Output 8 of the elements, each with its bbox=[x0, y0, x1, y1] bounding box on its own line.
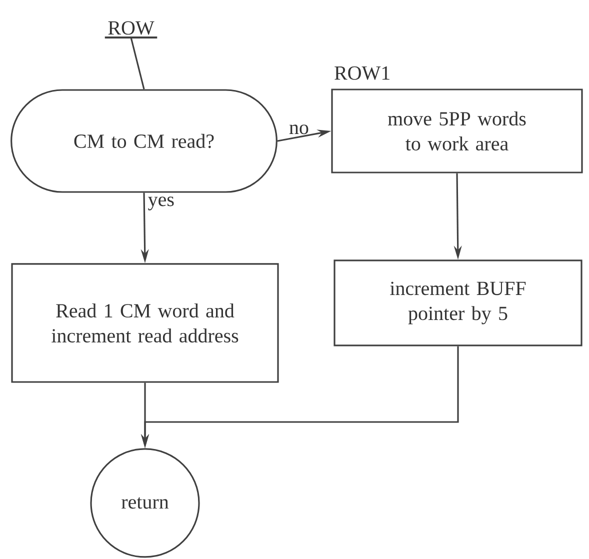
edge-label: yes bbox=[148, 196, 174, 210]
decision-terminal: CM to CM read? bbox=[10, 89, 278, 193]
process-box: Read 1 CM word and increment read address bbox=[11, 263, 279, 383]
edge-label: no bbox=[289, 124, 308, 134]
process-box: increment BUFF pointer by 5 bbox=[334, 260, 582, 346]
process-box: move 5PP words to work area bbox=[331, 88, 583, 174]
entry-label: ROW bbox=[104, 21, 158, 39]
heading-label: ROW1 bbox=[334, 66, 390, 80]
